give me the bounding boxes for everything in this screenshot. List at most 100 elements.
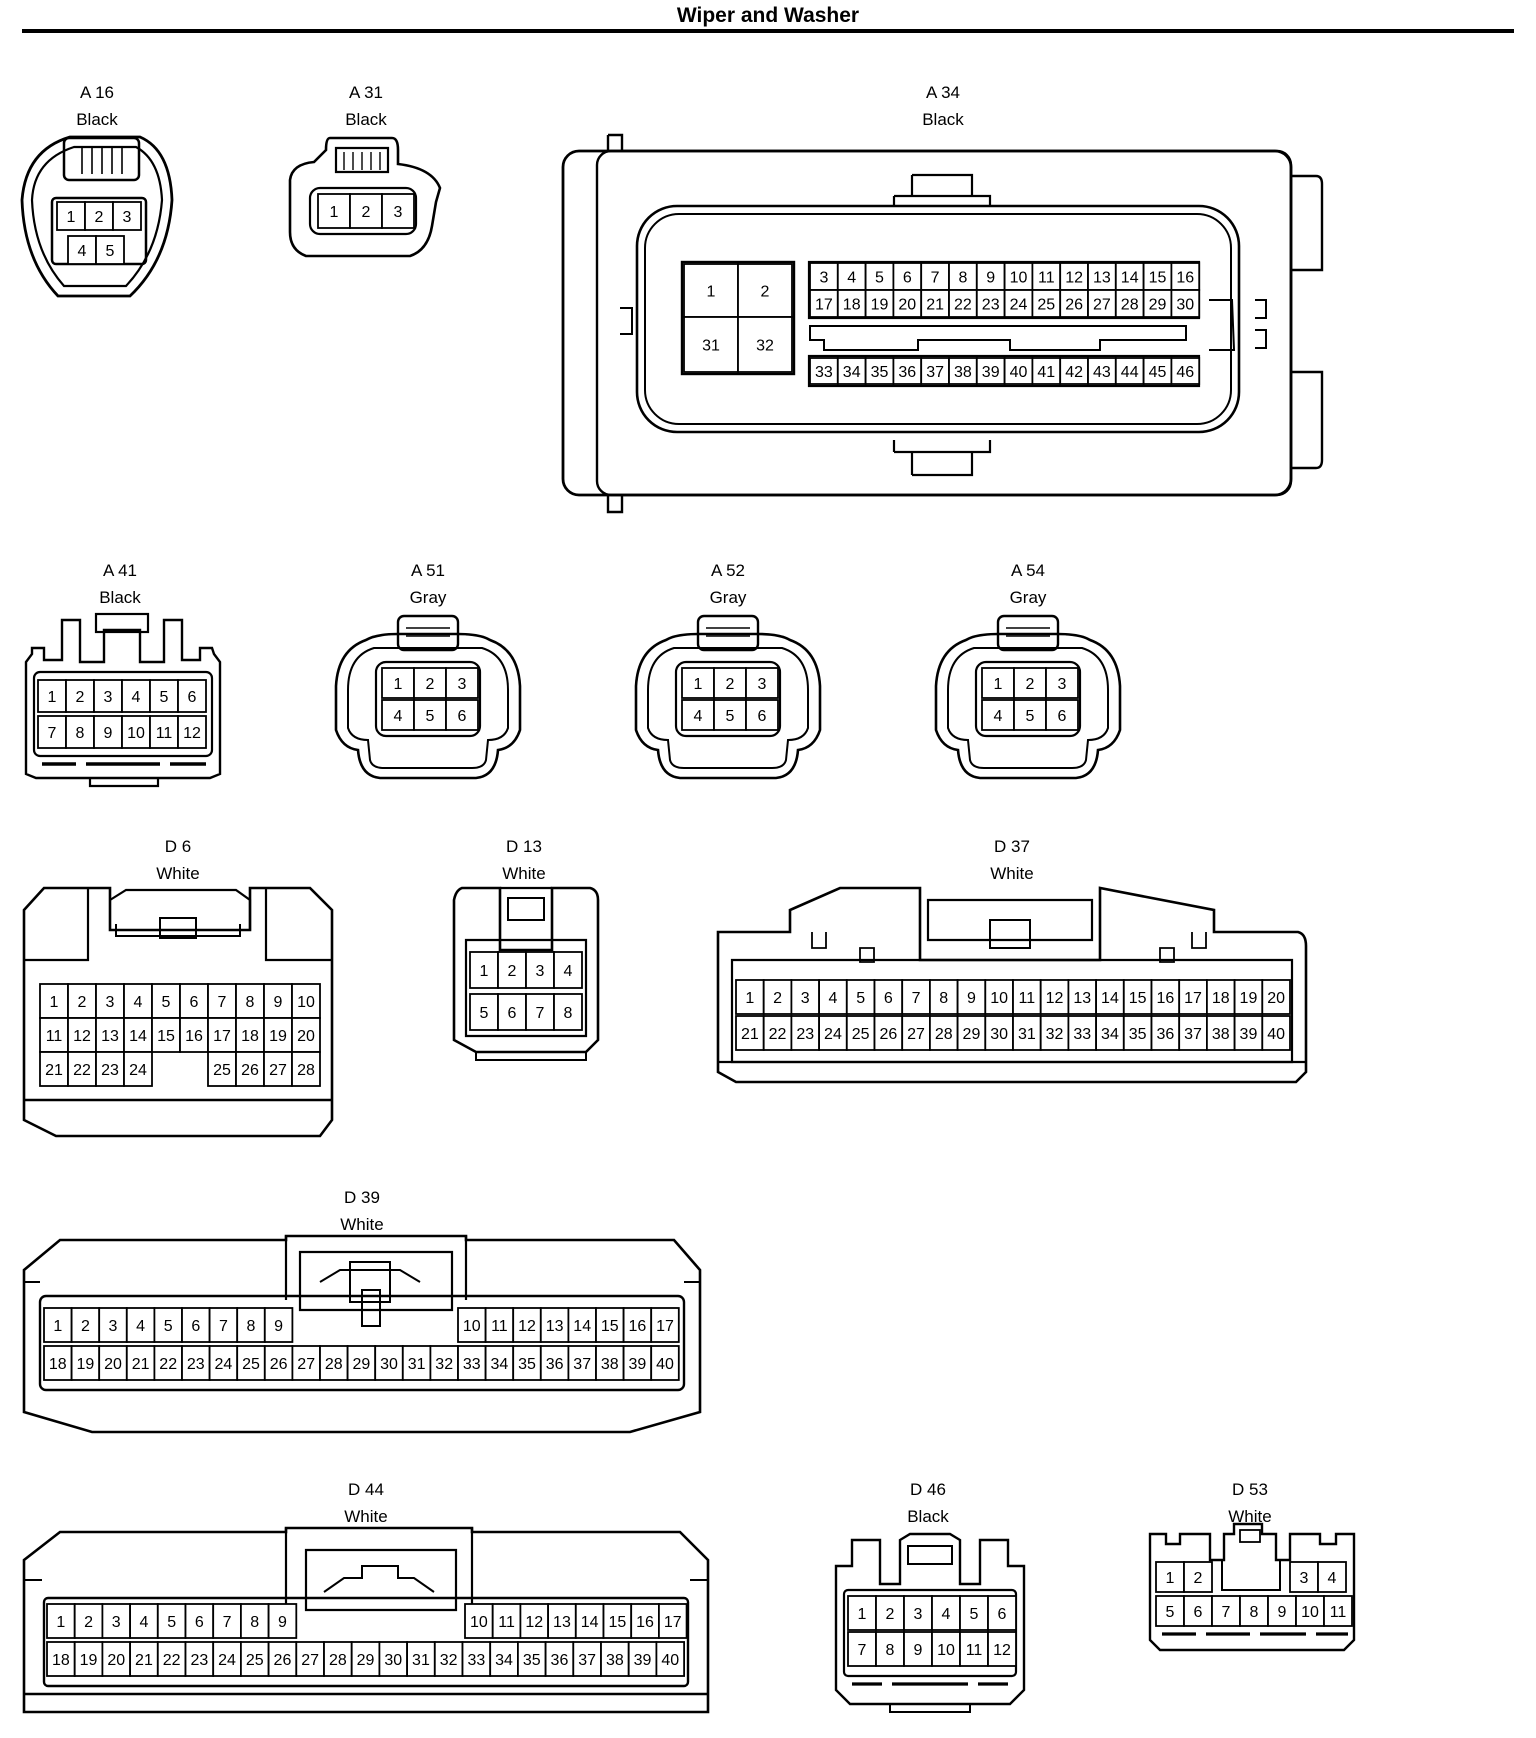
- pin-number: 5: [426, 708, 435, 725]
- connector-color: Black: [907, 1507, 949, 1526]
- pin-cavity: [525, 993, 555, 1031]
- connector-color: Black: [345, 110, 387, 129]
- housing-outline: [716, 886, 1308, 1084]
- pin-number: 6: [1058, 708, 1067, 725]
- pin-cavity: [350, 1641, 381, 1677]
- connector-color: White: [156, 864, 199, 883]
- connector-color: Black: [99, 588, 141, 607]
- pin-cavity: [984, 979, 1014, 1015]
- pin-number: 11: [966, 1642, 983, 1659]
- pin-number: 22: [954, 296, 972, 313]
- pin-cavity: [236, 1307, 266, 1343]
- pin-number: 1: [694, 676, 703, 693]
- pin-number: 22: [159, 1356, 177, 1373]
- pin-number: 5: [480, 1005, 489, 1022]
- pin-number: 20: [1267, 990, 1285, 1007]
- pin-cavity: [975, 357, 1006, 385]
- pin-cavity: [177, 715, 207, 749]
- pin-number: 4: [564, 963, 573, 980]
- pin-cavity: [374, 1345, 404, 1381]
- pin-cavity: [602, 1603, 633, 1639]
- pin-number: 17: [664, 1614, 682, 1631]
- pin-cavity: [892, 289, 923, 318]
- pin-number: 21: [741, 1026, 759, 1043]
- pin-number: 33: [467, 1652, 485, 1669]
- pin-number: 13: [553, 1614, 571, 1631]
- pin-cavity: [567, 1345, 597, 1381]
- pin-number: 2: [761, 283, 770, 300]
- pin-number: 36: [546, 1356, 564, 1373]
- pin-cavity: [1155, 1595, 1185, 1627]
- pin-number: 38: [606, 1652, 624, 1669]
- pin-number: 32: [435, 1356, 453, 1373]
- pin-number: 20: [107, 1652, 125, 1669]
- pin-number: 13: [1093, 269, 1111, 286]
- pin-cavity: [1122, 1015, 1153, 1051]
- pin-number: 17: [213, 1028, 231, 1045]
- connector-color: Gray: [1010, 588, 1047, 607]
- pin-cavity: [622, 1345, 653, 1381]
- pin-number: 9: [967, 990, 976, 1007]
- pin-number: 12: [183, 725, 201, 742]
- pin-number: 1: [394, 676, 403, 693]
- pin-cavity: [630, 1603, 660, 1639]
- pin-cavity: [948, 289, 978, 318]
- pin-number: 6: [508, 1005, 517, 1022]
- pin-number: 32: [440, 1652, 458, 1669]
- housing-outline: [1291, 370, 1324, 470]
- pin-cavity: [491, 1603, 522, 1639]
- pin-cavity: [931, 1595, 961, 1631]
- pin-cavity: [291, 1017, 321, 1053]
- housing-outline: [926, 898, 1094, 942]
- housing-outline: [94, 612, 150, 634]
- pin-cavity: [790, 1015, 821, 1051]
- pin-number: 2: [886, 1606, 895, 1623]
- pin-number: 6: [998, 1606, 1007, 1623]
- pin-number: 17: [815, 296, 833, 313]
- pin-number: 6: [758, 708, 767, 725]
- pin-cavity: [1067, 979, 1098, 1015]
- pin-cavity: [539, 1345, 570, 1381]
- pin-number: 11: [1038, 269, 1055, 286]
- pin-cavity: [1323, 1595, 1353, 1627]
- housing-outline: [595, 149, 1293, 497]
- pin-number: 3: [104, 689, 113, 706]
- pin-number: 8: [76, 725, 85, 742]
- pin-number: 25: [852, 1026, 870, 1043]
- pin-number: 35: [523, 1652, 541, 1669]
- pin-number: 30: [990, 1026, 1008, 1043]
- pin-number: 20: [297, 1028, 315, 1045]
- pin-number: 3: [106, 994, 115, 1011]
- pin-cavity: [39, 983, 69, 1019]
- pin-number: 11: [1330, 1604, 1347, 1621]
- pin-cavity: [745, 699, 779, 731]
- pin-number: 22: [769, 1026, 787, 1043]
- pin-number: 15: [157, 1028, 175, 1045]
- pin-number: 27: [269, 1062, 287, 1079]
- pin-cavity: [445, 667, 479, 699]
- pin-number: 26: [270, 1356, 288, 1373]
- pin-number: 6: [903, 269, 912, 286]
- pin-number: 5: [1166, 1604, 1175, 1621]
- pin-number: 31: [412, 1652, 430, 1669]
- pin-cavity: [323, 1641, 353, 1677]
- housing-outline: [374, 660, 482, 738]
- pin-cavity: [177, 679, 207, 713]
- pin-cavity: [553, 993, 583, 1031]
- pin-cavity: [929, 1015, 959, 1051]
- pin-cavity: [1095, 979, 1125, 1015]
- pin-number: 7: [858, 1642, 867, 1659]
- pin-number: 36: [551, 1652, 569, 1669]
- pin-cavity: [461, 1641, 492, 1677]
- pin-number: 15: [1129, 990, 1147, 1007]
- pin-number: 5: [106, 243, 115, 260]
- pin-cavity: [263, 1307, 294, 1343]
- housing-outline: [561, 149, 1293, 497]
- pin-cavity: [875, 1631, 905, 1667]
- pin-number: 2: [84, 1614, 93, 1631]
- housing-outline: [109, 888, 252, 930]
- pin-number: 22: [73, 1062, 91, 1079]
- pin-number: 2: [81, 1318, 90, 1335]
